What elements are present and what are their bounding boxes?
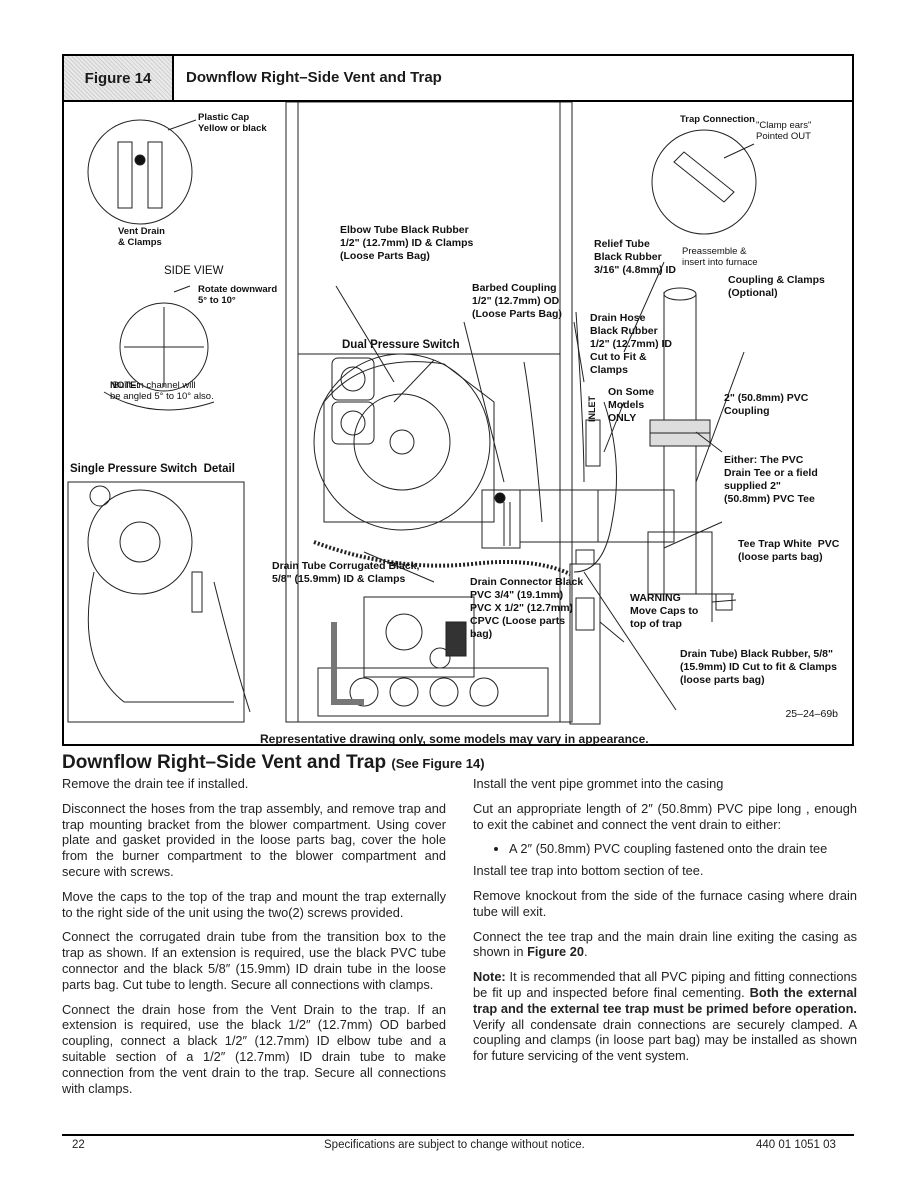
paragraph: Cut an appropriate length of 2″ (50.8mm)…: [473, 800, 857, 832]
section-title: Downflow Right–Side Vent and Trap: [62, 752, 387, 773]
paragraph: Connect the corrugated drain tube from t…: [62, 929, 446, 992]
note-paragraph: Note: It is recommended that all PVC pip…: [473, 969, 857, 1064]
label-single-pressure-switch: Single Pressure Switch Detail: [70, 463, 235, 475]
label-drain-hose: Drain Hose Black Rubber 1/2" (12.7mm) ID…: [590, 312, 673, 376]
paragraph: Disconnect the hoses from the trap assem…: [62, 800, 446, 879]
label-trap-connection: Trap Connection: [680, 114, 755, 125]
paragraph: Remove the drain tee if installed.: [62, 776, 249, 791]
label-side-view: SIDE VIEW: [164, 265, 224, 277]
left-column: Remove the drain tee if installed. Disco…: [62, 776, 446, 1105]
text-run: It is recommended that all PVC piping an…: [473, 969, 857, 1000]
label-tee-trap: Tee Trap White PVC (loose parts bag): [738, 538, 840, 563]
vent-trap-drawing: [67, 102, 757, 725]
label-drain-tube-rubber: Drain Tube) Black Rubber, 5/8" (15.9mm) …: [680, 648, 837, 686]
paragraph: Remove knockout from the side of the fur…: [473, 887, 857, 919]
text-run: .: [583, 944, 588, 960]
label-preassemble: Preassemble & insert into furnace: [682, 246, 758, 268]
note-bold-text: Both the external trap and the external …: [473, 984, 858, 1016]
figure-title: Downflow Right–Side Vent and Trap: [186, 69, 442, 86]
document-number: 440 01 1051 03: [756, 1139, 836, 1151]
footer-notice: Specifications are subject to change wit…: [324, 1139, 585, 1151]
figure-caption: Representative drawing only, some models…: [260, 732, 649, 746]
label-dual-pressure-switch: Dual Pressure Switch: [342, 339, 460, 351]
section-figure-ref: (See Figure 14): [391, 756, 485, 771]
text-run: Verify all condensate drain connections …: [473, 1016, 857, 1064]
section-heading: Downflow Right–Side Vent and Trap (See F…: [62, 752, 485, 774]
figure-14: Figure 14 Downflow Right–Side Vent and T…: [62, 54, 854, 746]
label-coupling-clamps: Coupling & Clamps (Optional): [728, 274, 825, 299]
label-relief-tube: Relief Tube Black Rubber 3/16" (4.8mm) I…: [594, 238, 677, 276]
text-run: Connect the tee trap and the main drain …: [473, 928, 857, 960]
label-drain-tube-corrugated: Drain Tube Corrugated Black, 5/8" (15.9m…: [272, 560, 420, 585]
label-elbow-tube: Elbow Tube Black Rubber 1/2" (12.7mm) ID…: [340, 224, 474, 262]
paragraph: Connect the drain hose from the Vent Dra…: [62, 1001, 446, 1096]
label-warning: WARNING Move Caps to top of trap: [630, 592, 699, 630]
figure-tab: Figure 14: [64, 56, 174, 100]
label-rotate: Rotate downward 5° to 10°: [198, 284, 278, 306]
figure-code: 25–24–69b: [785, 708, 838, 720]
note-label: Note:: [473, 969, 506, 985]
paragraph: Install tee trap into bottom section of …: [473, 863, 704, 879]
label-note: Built–in channel will be angled 5° to 10…: [110, 380, 214, 402]
list-item: A 2″ (50.8mm) PVC coupling fastened onto…: [509, 841, 857, 857]
paragraph: Move the caps to the top of the trap and…: [62, 888, 446, 920]
label-clamp-ears: "Clamp ears" Pointed OUT: [756, 120, 812, 142]
figure-header: Figure 14 Downflow Right–Side Vent and T…: [64, 56, 852, 102]
label-either-pvc-tee: Either: The PVC Drain Tee or a field sup…: [724, 454, 818, 505]
label-on-some-models: On Some Models ONLY: [608, 386, 655, 424]
label-vent-drain: Vent Drain & Clamps: [118, 226, 165, 248]
bullet-list: A 2″ (50.8mm) PVC coupling fastened onto…: [473, 841, 857, 857]
label-note-prefix: NOTE:: [110, 380, 140, 391]
page-number: 22: [72, 1139, 85, 1151]
paragraph: Connect the tee trap and the main drain …: [473, 929, 857, 961]
label-inlet: INLET: [587, 396, 597, 422]
label-barbed-coupling: Barbed Coupling 1/2" (12.7mm) OD (Loose …: [472, 282, 562, 320]
paragraph: Install the vent pipe grommet into the c…: [473, 776, 724, 791]
figure-20-reference: Figure 20: [527, 944, 584, 960]
right-column: Install the vent pipe grommet into the c…: [473, 776, 857, 1073]
figure-tab-label: Figure 14: [84, 69, 152, 87]
label-plastic-cap: Plastic Cap Yellow or black: [198, 112, 267, 134]
footer-rule: [62, 1134, 854, 1136]
label-pvc-coupling: 2" (50.8mm) PVC Coupling: [724, 392, 809, 417]
label-drain-connector: Drain Connector Black PVC 3/4" (19.1mm) …: [470, 576, 584, 640]
